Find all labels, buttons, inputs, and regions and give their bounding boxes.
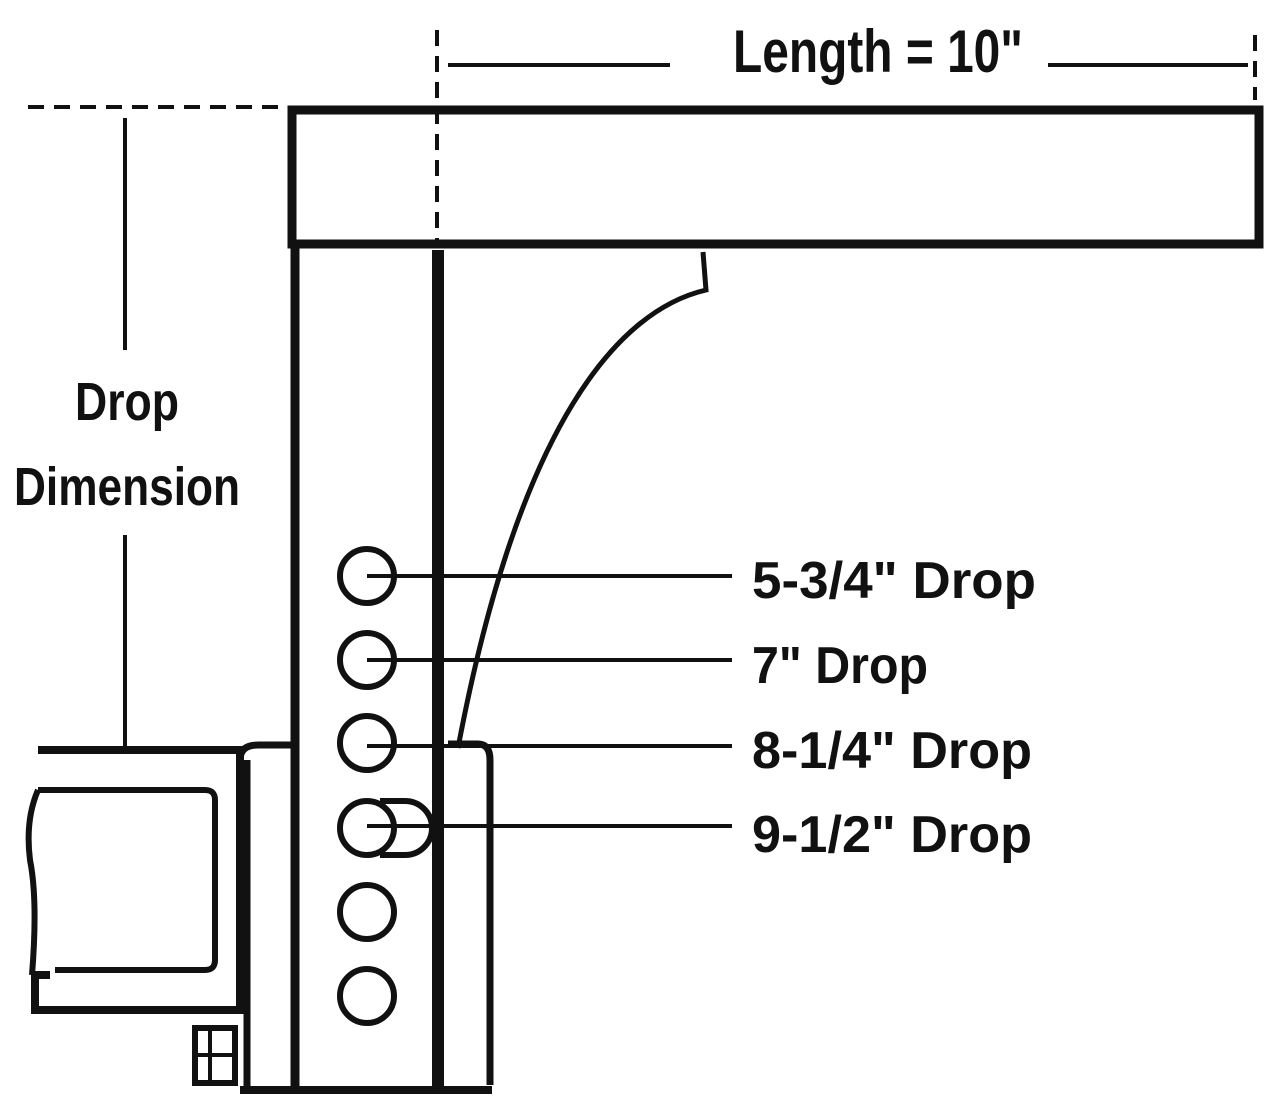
pin-clip-icon — [192, 1025, 238, 1086]
ball-mount-sleeve — [25, 741, 295, 1088]
hole-label-2: 7" Drop — [752, 637, 928, 695]
hole-5 — [337, 882, 397, 942]
drop-bar — [240, 244, 492, 1094]
length-label: Length = 10" — [733, 18, 1023, 85]
drop-dimension: Drop Dimension — [14, 105, 285, 748]
sleeve-back-plate — [236, 741, 295, 761]
lock-collar — [448, 740, 494, 1085]
length-dimension: Length = 10" — [435, 18, 1257, 245]
sleeve-outer — [31, 746, 244, 1014]
hole-3 — [337, 713, 397, 773]
sleeve-cutaway — [25, 788, 41, 976]
hole-6 — [337, 966, 397, 1026]
hole-label-1: 5-3/4" Drop — [752, 552, 1036, 610]
drop-label-line1: Drop — [75, 372, 179, 432]
sleeve-inner — [38, 787, 218, 973]
drop-label-line2: Dimension — [14, 457, 240, 517]
leader-lines — [367, 574, 732, 828]
hole-label-4: 9-1/2" Drop — [752, 806, 1032, 864]
gusset-curve — [455, 251, 709, 749]
hole-label-3: 8-1/4" Drop — [752, 722, 1032, 780]
shank-bar — [287, 105, 1264, 249]
hole-labels: 5-3/4" Drop 7" Drop 8-1/4" Drop 9-1/2" D… — [752, 552, 1036, 864]
adjustment-holes — [337, 546, 435, 1026]
